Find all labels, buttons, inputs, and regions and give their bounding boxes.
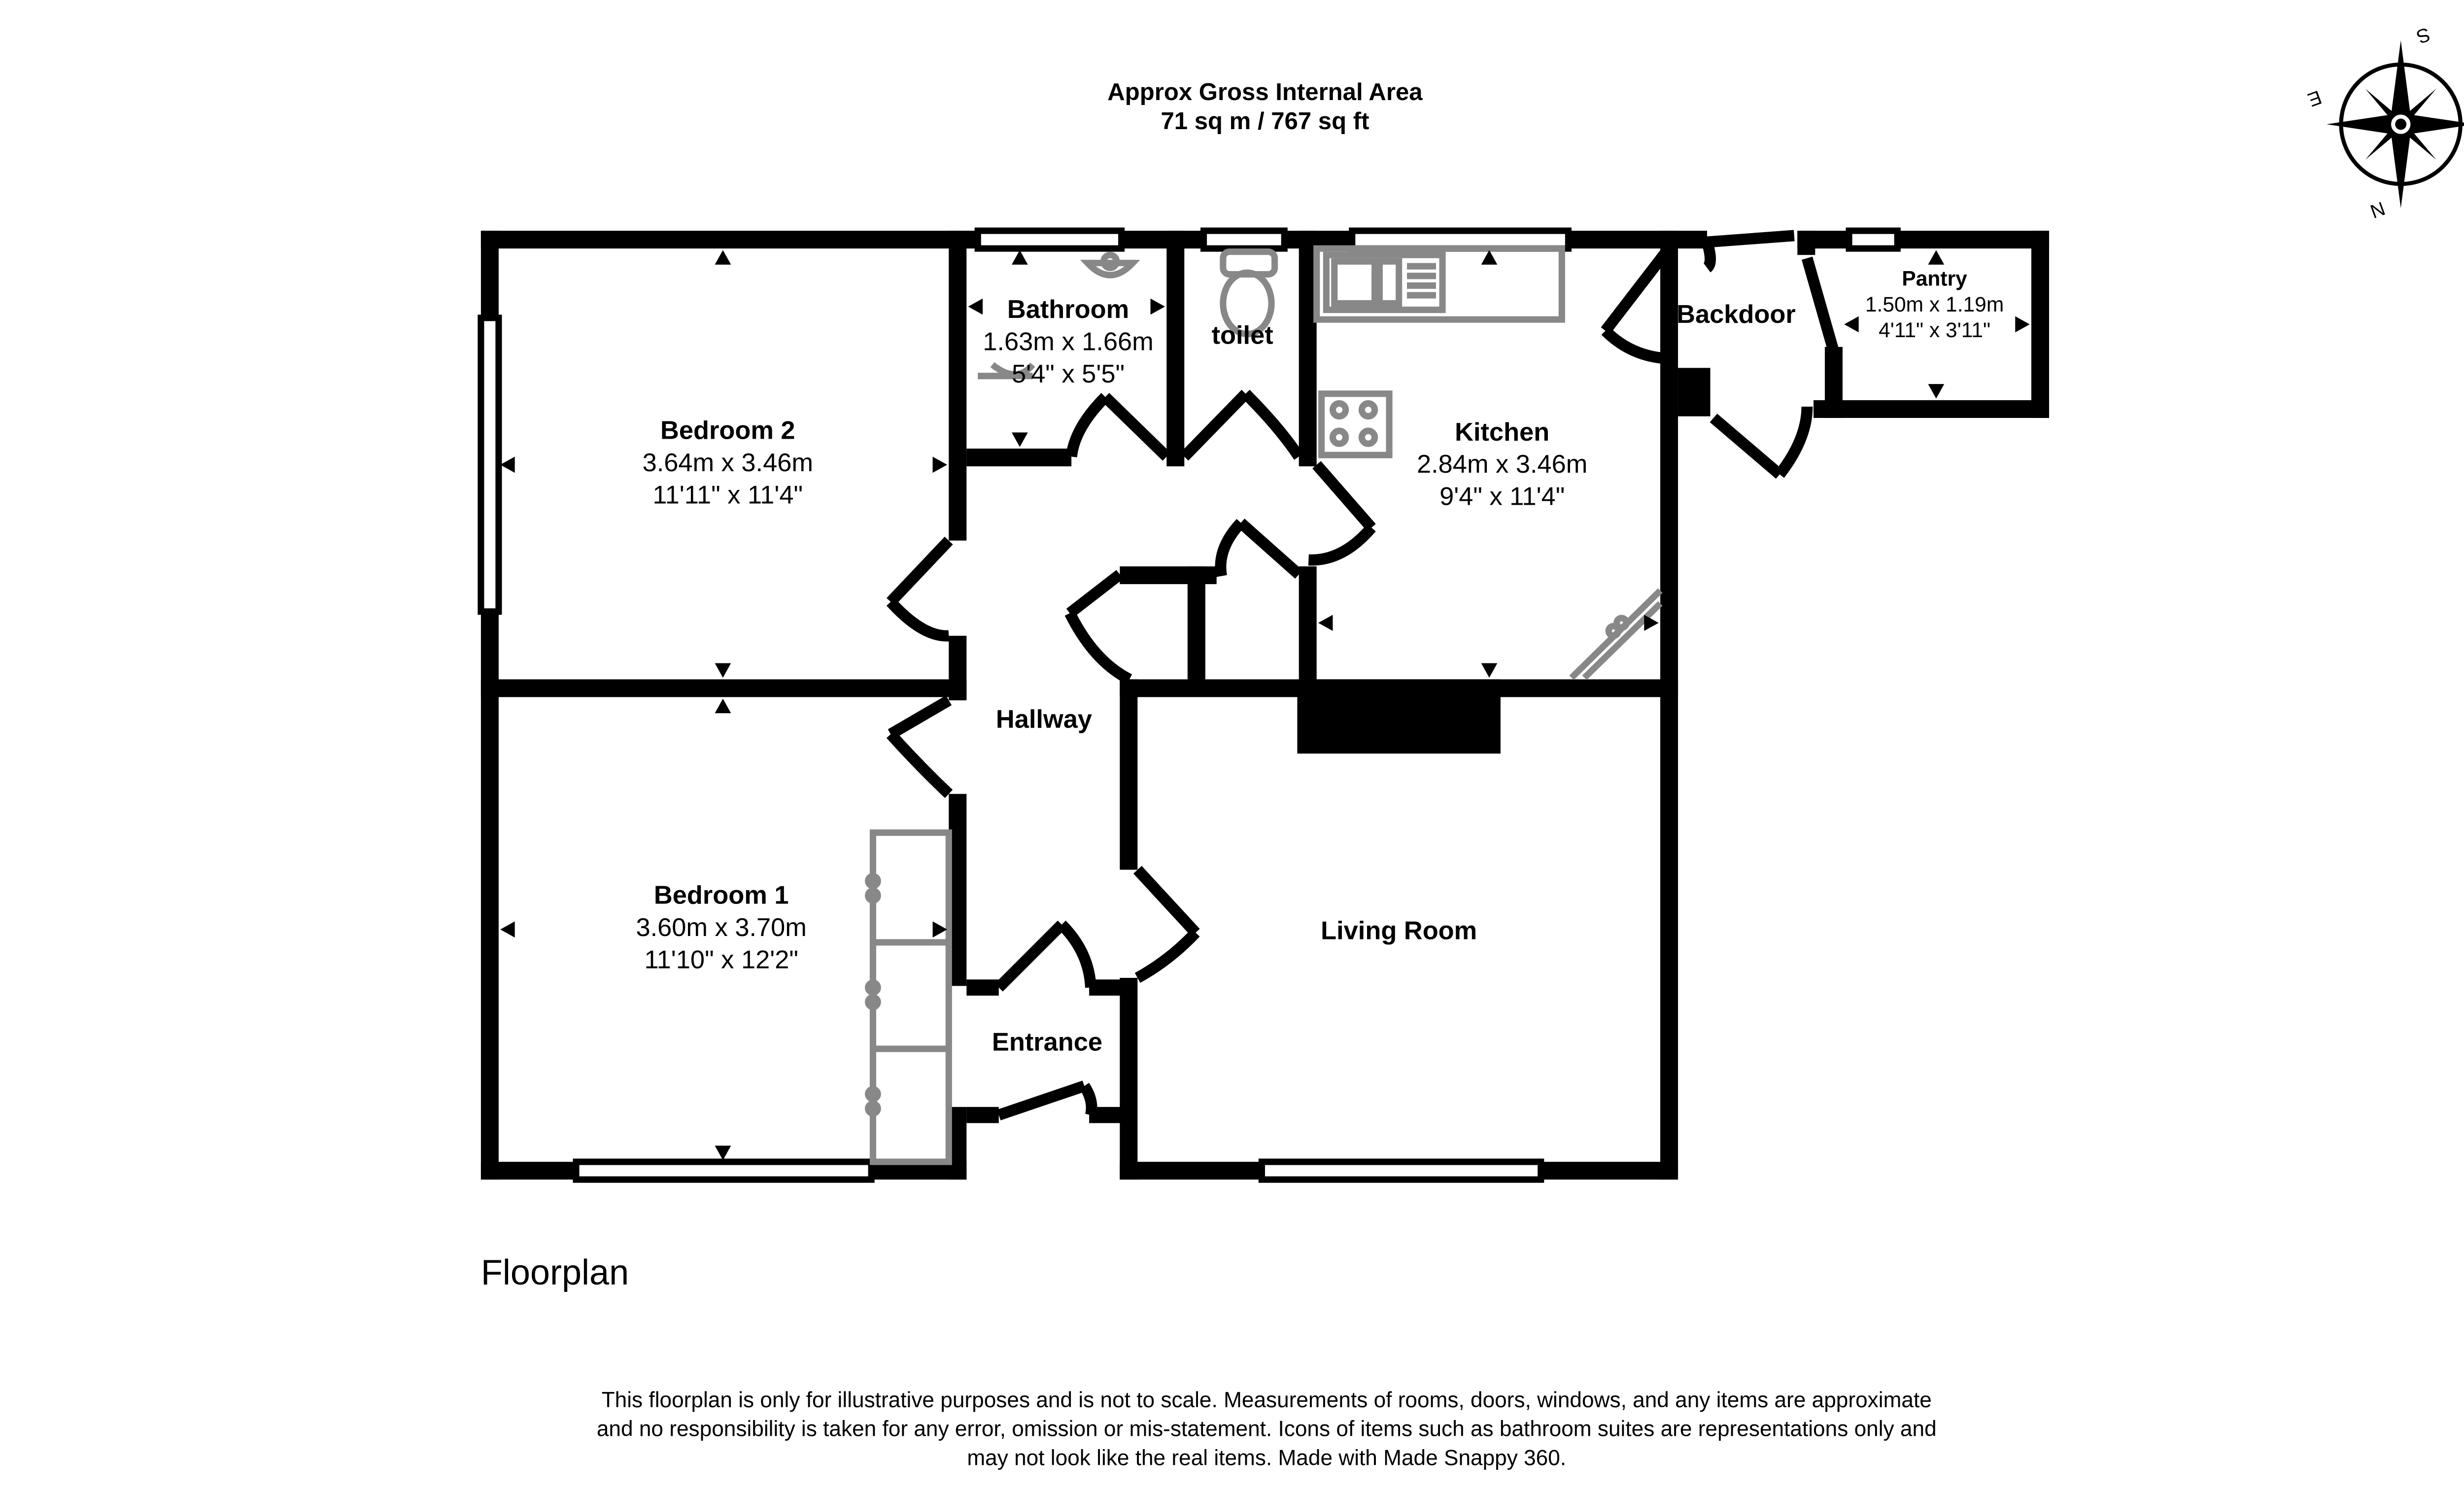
- room-name: Pantry: [1902, 267, 1967, 290]
- room-living-room: Living Room: [1321, 916, 1477, 945]
- windows: [478, 227, 1901, 1183]
- room-bedroom-1: Bedroom 1 3.60m x 3.70m 11'10" x 12'2": [636, 881, 806, 974]
- room-imperial: 9'4" x 11'4": [1439, 483, 1565, 511]
- compass-label-e: E: [2305, 86, 2325, 111]
- compass-label-n: N: [2367, 197, 2388, 222]
- walls: [480, 231, 2050, 1180]
- room-bathroom: Bathroom 1.63m x 1.66m 5'4" x 5'5": [983, 295, 1153, 388]
- fixtures: [865, 245, 1663, 1165]
- disclaimer-line-3: may not look like the real items. Made w…: [967, 1446, 1566, 1470]
- room-bedroom-2: Bedroom 2 3.64m x 3.46m 11'11" x 11'4": [643, 416, 813, 509]
- room-pantry: Pantry 1.50m x 1.19m 4'11" x 3'11": [1865, 267, 2004, 342]
- room-imperial: 11'10" x 12'2": [644, 945, 798, 974]
- room-metric: 1.63m x 1.66m: [983, 327, 1153, 356]
- room-imperial: 5'4" x 5'5": [1012, 360, 1125, 388]
- area-title: Approx Gross Internal Area: [1107, 79, 1423, 105]
- room-kitchen: Kitchen 2.84m x 3.46m 9'4" x 11'4": [1417, 418, 1587, 511]
- room-backdoor: Backdoor: [1677, 300, 1796, 329]
- disclaimer-line-1: This floorplan is only for illustrative …: [602, 1388, 1932, 1412]
- floorplan-caption: Floorplan: [481, 1253, 629, 1292]
- room-name: Bedroom 1: [654, 881, 789, 909]
- compass-rose-icon: [2327, 40, 2464, 208]
- room-imperial: 11'11" x 11'4": [652, 481, 803, 509]
- area-value: 71 sq m / 767 sq ft: [1161, 108, 1369, 135]
- room-metric: 2.84m x 3.46m: [1417, 450, 1587, 479]
- room-name: Bathroom: [1007, 295, 1129, 324]
- doors: [886, 230, 1839, 1121]
- room-metric: 3.60m x 3.70m: [636, 913, 806, 942]
- disclaimer: This floorplan is only for illustrative …: [597, 1388, 1937, 1470]
- room-imperial: 4'11" x 3'11": [1879, 318, 1990, 342]
- room-name: Kitchen: [1455, 418, 1549, 447]
- room-hallway: Hallway: [996, 705, 1092, 733]
- room-entrance: Entrance: [992, 1028, 1102, 1056]
- room-metric: 3.64m x 3.46m: [643, 449, 813, 477]
- room-toilet: toilet: [1212, 321, 1273, 349]
- room-name: Bedroom 2: [660, 416, 795, 445]
- disclaimer-line-2: and no responsibility is taken for any e…: [597, 1417, 1937, 1441]
- room-metric: 1.50m x 1.19m: [1865, 293, 2004, 316]
- dimension-arrows: [500, 250, 2030, 1160]
- compass-label-s: S: [2414, 23, 2433, 48]
